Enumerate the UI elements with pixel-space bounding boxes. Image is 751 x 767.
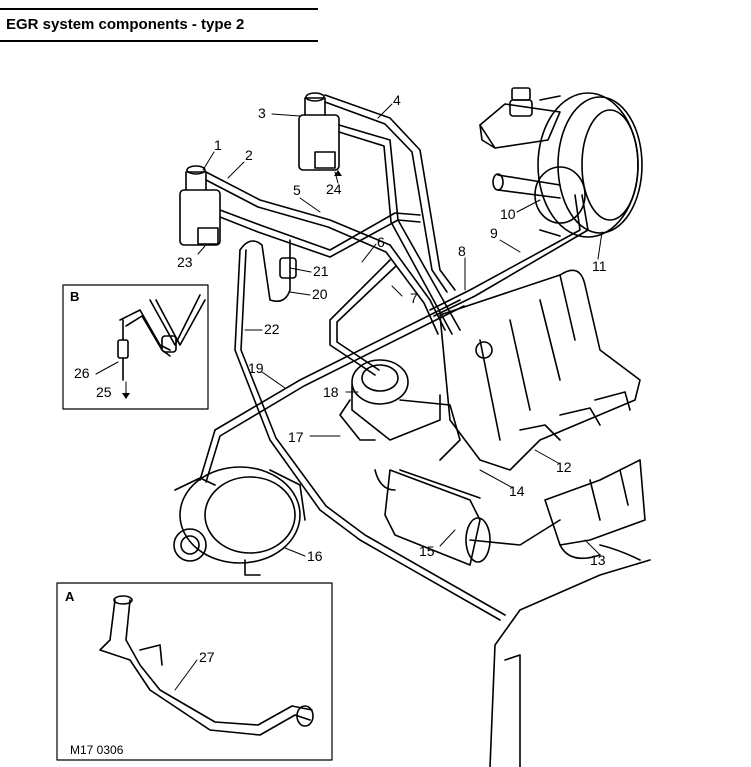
label-9: 9 [490,225,498,241]
restrictor-loop [239,239,297,303]
label-12: 12 [556,459,572,475]
label-24: 24 [326,181,342,197]
label-17: 17 [288,429,304,445]
vacuum-hoses [205,94,589,376]
inset-b-detail [117,294,206,381]
exhaust-manifold [544,459,646,561]
vacuum-pipe-long [199,249,506,621]
page-title: EGR system components - type 2 [6,16,245,33]
label-20: 20 [312,286,328,302]
label-4: 4 [393,92,401,108]
inset-a-hose [99,595,314,736]
arrow-heads [122,170,342,399]
label-16: 16 [307,548,323,564]
vacuum-pump [173,466,306,576]
label-8: 8 [458,243,466,259]
leader-lines [95,103,603,691]
inlet-manifold [439,269,641,471]
label-18: 18 [323,384,339,400]
inset-b-label: B [70,289,79,304]
title-block: EGR system components - type 2 [0,8,318,42]
label-23: 23 [177,254,193,270]
label-21: 21 [313,263,329,279]
label-10: 10 [500,206,516,222]
label-1: 1 [214,137,222,153]
modulator-valve-lower [179,165,221,246]
label-11: 11 [592,258,607,274]
label-2: 2 [245,147,253,163]
label-7: 7 [410,290,418,306]
label-6: 6 [377,234,385,250]
master-cylinder [479,87,561,199]
inset-b-frame [62,284,209,410]
inset-a-frame [56,582,333,761]
label-25: 25 [96,384,112,400]
egr-cooler [374,469,561,566]
brake-servo [534,92,643,238]
label-3: 3 [258,105,266,121]
egr-valve [339,359,461,461]
label-13: 13 [590,552,606,568]
label-19: 19 [248,360,264,376]
label-26: 26 [74,365,90,381]
engine-block [489,559,651,767]
title-rule-bottom [0,40,318,42]
inset-a-label: A [65,589,75,604]
label-22: 22 [264,321,280,337]
label-15: 15 [419,543,435,559]
label-5: 5 [293,182,301,198]
modulator-valve-upper [298,92,340,171]
label-14: 14 [509,483,525,499]
part-labels: 1 2 3 4 5 6 7 8 9 10 11 12 13 14 15 16 1… [74,92,607,665]
figure-reference: M17 0306 [70,743,124,757]
label-27: 27 [199,649,215,665]
title-rule-top [0,8,318,10]
